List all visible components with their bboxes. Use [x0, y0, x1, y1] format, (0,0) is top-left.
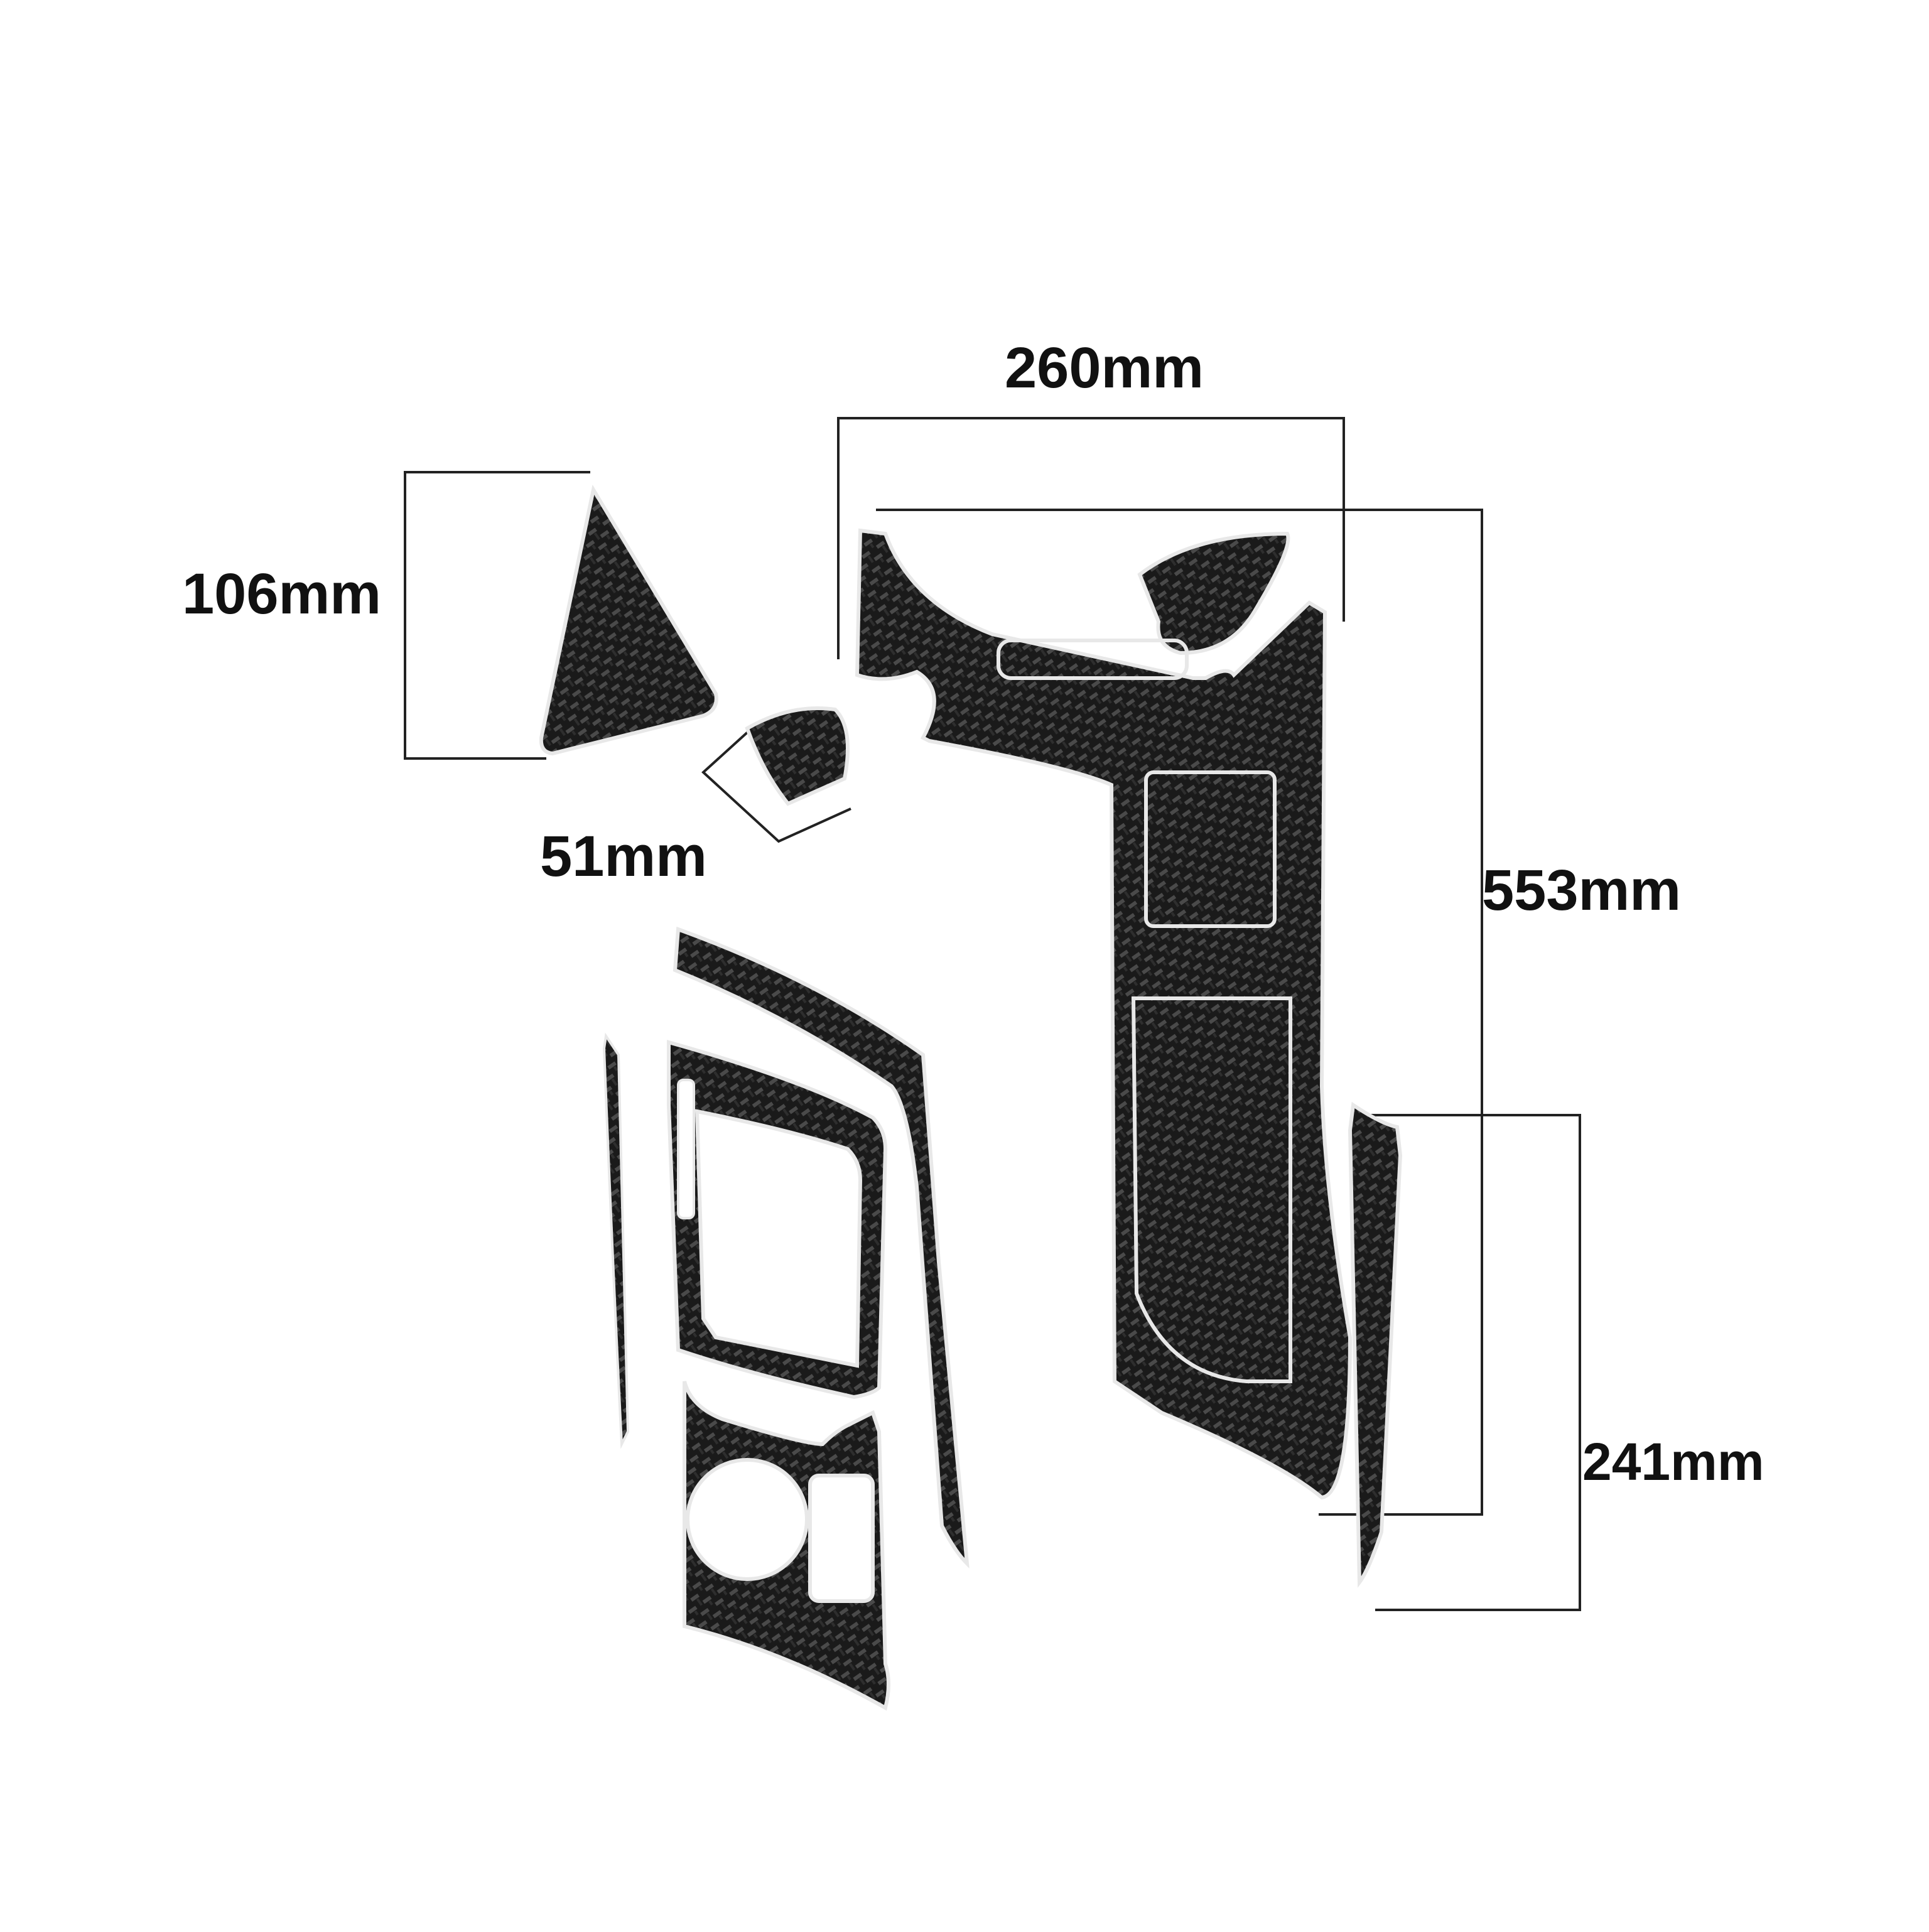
console-slot [997, 639, 1189, 680]
triangle-trim [539, 484, 718, 756]
dimension-lines [404, 417, 1581, 1611]
dimension-label-width-260: 260mm [1005, 336, 1204, 400]
dim-106-bracket [404, 471, 590, 760]
small-round-trim [745, 706, 850, 806]
dimension-label-height-553: 553mm [1482, 858, 1682, 922]
shift-frame-slot [677, 1079, 695, 1219]
lower-panel-pocket [808, 1474, 875, 1603]
right-side-strip [1348, 1101, 1403, 1588]
dimension-label-height-241: 241mm [1582, 1432, 1764, 1491]
dim-241-bracket [1369, 1114, 1581, 1611]
dim-553-bracket [876, 509, 1483, 1516]
dimension-label-height-106: 106mm [182, 562, 382, 626]
long-side-strip [673, 926, 970, 1569]
console-lower-pocket [1131, 996, 1292, 1383]
console-upper-pocket [1144, 770, 1277, 928]
dimension-label-width-51: 51mm [540, 824, 707, 888]
shift-frame-opening [694, 1109, 863, 1368]
small-upper-trim [1137, 531, 1290, 656]
dim-51-bracket [701, 728, 851, 843]
cupholder-ring [686, 1458, 809, 1581]
left-thin-strip [602, 1032, 630, 1449]
dim-260-bracket [837, 417, 1345, 659]
